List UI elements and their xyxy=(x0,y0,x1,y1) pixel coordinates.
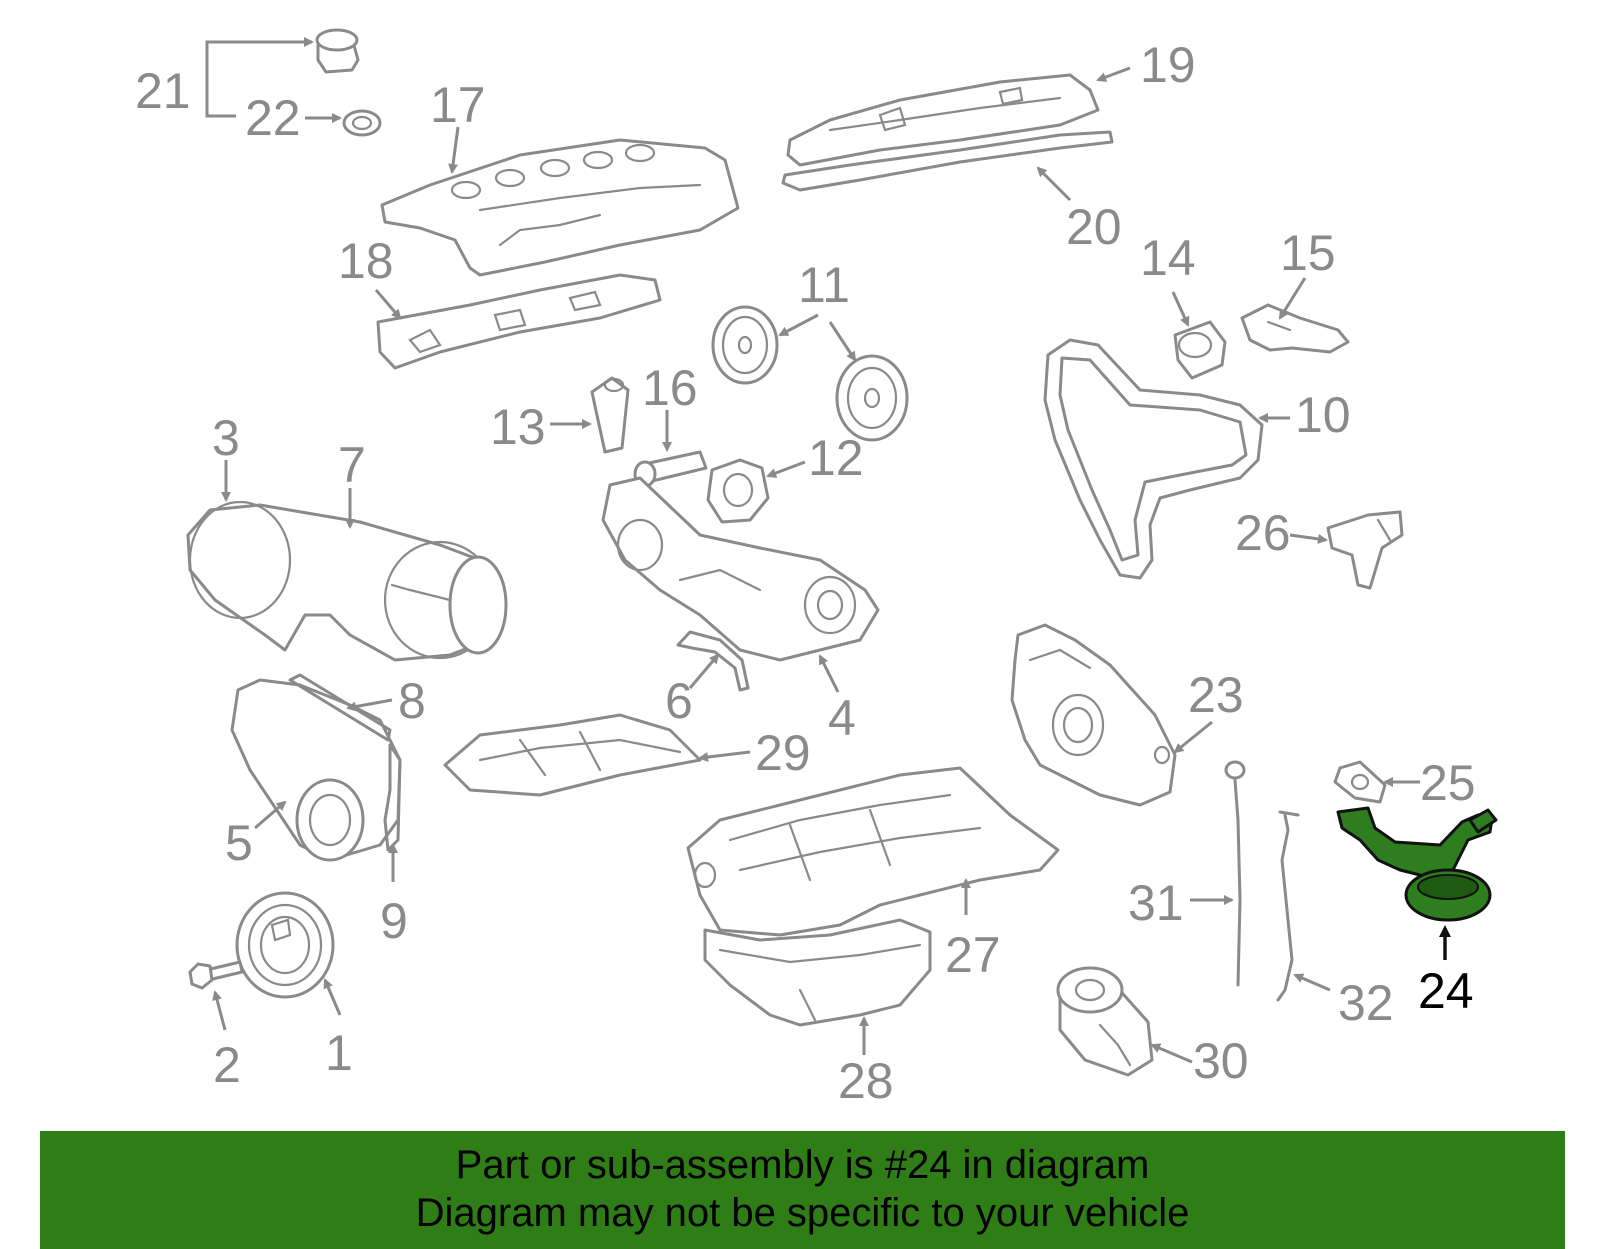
timing-belt-idler-pulley xyxy=(1173,320,1227,380)
callout-29: 29 xyxy=(755,725,811,781)
callout-15: 15 xyxy=(1280,225,1336,281)
callout-11: 11 xyxy=(798,257,850,313)
callout-31: 31 xyxy=(1128,875,1184,931)
callout-27: 27 xyxy=(945,927,1001,983)
timing-belt xyxy=(1043,338,1264,580)
callout-20: 20 xyxy=(1066,199,1122,255)
callout-2: 2 xyxy=(213,1037,241,1093)
intake-manifold xyxy=(380,138,740,277)
callout-line-26 xyxy=(1289,533,1328,544)
timing-belt-cover-lower xyxy=(230,673,402,862)
timing-cover-gasket xyxy=(676,630,750,692)
callout-6: 6 xyxy=(665,673,693,729)
crankshaft-bolt xyxy=(188,960,244,990)
callout-line-32 xyxy=(1293,973,1331,992)
callout-line-12 xyxy=(766,460,806,478)
callout-13: 13 xyxy=(490,399,546,455)
callout-line-11b xyxy=(828,321,857,362)
callout-line-29 xyxy=(698,750,751,763)
callout-line-18 xyxy=(374,289,402,320)
callout-22: 22 xyxy=(245,90,301,146)
camshaft-pulley-2 xyxy=(835,354,909,442)
callout-26: 26 xyxy=(1235,505,1291,561)
callout-12: 12 xyxy=(808,430,864,486)
tensioner-bracket xyxy=(1240,303,1350,354)
callout-line-11a xyxy=(778,313,819,337)
oil-strainer xyxy=(1336,806,1498,922)
callout-line-5 xyxy=(254,800,287,830)
callout-30: 30 xyxy=(1193,1033,1249,1089)
callout-line-15 xyxy=(1278,277,1307,320)
banner-line-1: Part or sub-assembly is #24 in diagram xyxy=(455,1143,1150,1187)
oil-filler-cap xyxy=(315,28,360,74)
callout-1: 1 xyxy=(325,1025,353,1081)
timing-belt-idler xyxy=(706,458,770,524)
callout-5: 5 xyxy=(225,815,253,871)
callout-7: 7 xyxy=(338,437,366,493)
callout-16: 16 xyxy=(642,360,698,416)
timing-belt-plate xyxy=(601,476,880,662)
oil-filter xyxy=(1056,966,1154,1077)
valve-cover xyxy=(786,73,1100,167)
oil-pan-lower xyxy=(703,918,932,1027)
callout-9: 9 xyxy=(380,893,408,949)
callout-line-30 xyxy=(1150,1043,1193,1064)
callout-10: 10 xyxy=(1295,387,1351,443)
callout-line-6 xyxy=(688,653,720,689)
callout-32: 32 xyxy=(1338,975,1394,1031)
callout-line-23 xyxy=(1173,720,1213,754)
callout-line-19 xyxy=(1096,66,1131,82)
callout-28: 28 xyxy=(838,1053,894,1109)
callout-line-4 xyxy=(818,654,840,693)
oil-strainer-gasket xyxy=(1333,760,1387,804)
dipstick-tube xyxy=(1276,810,1300,1002)
part-info-banner: Part or sub-assembly is #24 in diagram D… xyxy=(40,1131,1565,1249)
callout-19: 19 xyxy=(1140,37,1196,93)
oil-pan-baffle-plate xyxy=(443,713,702,797)
camshaft-pulley xyxy=(711,305,779,385)
callout-3: 3 xyxy=(212,410,240,466)
valve-cover-gasket xyxy=(781,130,1114,192)
intake-manifold-gasket xyxy=(376,273,662,370)
oil-pan-upper xyxy=(686,766,1060,937)
callout-line-14 xyxy=(1171,291,1190,327)
timing-belt-cover-upper xyxy=(186,500,508,662)
oil-dipstick xyxy=(1224,760,1246,987)
callout-line-1 xyxy=(323,978,342,1016)
oil-filler-gasket xyxy=(342,109,382,137)
callout-4: 4 xyxy=(828,690,856,746)
callout-25: 25 xyxy=(1420,755,1476,811)
callout-21: 21 xyxy=(135,63,191,119)
callout-line-21b xyxy=(205,78,236,118)
crankshaft-position-sensor xyxy=(1326,510,1404,590)
oil-pump xyxy=(1010,623,1177,807)
callout-18: 18 xyxy=(338,233,394,289)
crankshaft-pulley xyxy=(235,891,335,999)
tensioner-bolt xyxy=(633,450,708,488)
callout-23: 23 xyxy=(1188,667,1244,723)
callout-24: 24 xyxy=(1418,963,1474,1019)
callout-line-17 xyxy=(448,126,460,174)
callout-17: 17 xyxy=(430,77,486,133)
callout-14: 14 xyxy=(1140,230,1196,286)
banner-line-2: Diagram may not be specific to your vehi… xyxy=(415,1191,1190,1235)
callout-8: 8 xyxy=(398,673,426,729)
callout-line-21 xyxy=(205,37,314,78)
callout-line-8 xyxy=(346,698,393,712)
callout-line-20 xyxy=(1036,166,1072,202)
callout-line-2 xyxy=(212,990,227,1031)
camshaft-position-sensor xyxy=(590,376,630,454)
